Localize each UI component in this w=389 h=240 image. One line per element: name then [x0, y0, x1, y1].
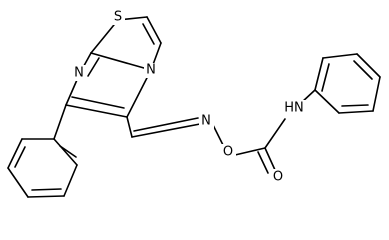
bond-c5-c4	[146, 16, 162, 44]
bond-lp-3	[27, 195, 65, 198]
bond-ccarb-ocarb	[264, 147, 276, 171]
bond-rp-5	[338, 110, 374, 114]
bond-rp-5-inner	[341, 104, 369, 107]
bond-oester-ccarb	[234, 147, 266, 156]
bond-s-c2	[90, 19, 119, 54]
atom-s: S	[114, 10, 122, 25]
bond-c2-nfused	[90, 52, 152, 71]
bond-rp-6	[314, 89, 340, 114]
atom-n-oxime: N	[201, 114, 211, 129]
bond-lp-2	[63, 164, 78, 197]
atom-nh: HN	[284, 101, 304, 116]
bond-rp-2	[322, 53, 358, 59]
bond-ch-noxime-double	[133, 117, 199, 132]
bond-lp-4	[7, 167, 29, 198]
imidazole-ring	[65, 52, 152, 118]
right-phenyl-ring	[314, 53, 381, 114]
bond-rp-4	[372, 76, 381, 112]
bond-c5-c4-double	[142, 23, 155, 45]
bond-ccarb-ocarb-double	[257, 151, 269, 174]
bond-c6-phenyl	[53, 104, 67, 140]
bond-ch-noxime	[131, 123, 201, 138]
bond-ccarb-nh	[264, 118, 286, 149]
bond-rp-1-inner	[321, 63, 330, 92]
atom-labels: S N N N O O HN	[72, 9, 306, 186]
bond-lp-1	[53, 138, 78, 166]
bond-lp-5	[7, 138, 23, 169]
bond-c6-c5b	[65, 104, 128, 118]
bond-c5b-ch	[126, 116, 133, 138]
bond-lp-3-inner	[31, 188, 62, 191]
bond-lp-5-inner	[14, 146, 26, 168]
bond-c6-c5b-double	[71, 96, 125, 109]
molecule-structure: S N N N O O HN	[7, 9, 381, 198]
atom-o-carbonyl: O	[273, 170, 283, 185]
bond-c2-nring-double	[87, 57, 100, 77]
atom-o-ester: O	[223, 145, 233, 160]
atom-n-ring: N	[74, 66, 84, 81]
atom-n-fused: N	[146, 63, 156, 78]
bond-rp-1	[314, 57, 324, 91]
oxime-chain	[126, 89, 316, 174]
bond-rp-3	[356, 53, 381, 78]
bond-rp-3-inner	[353, 60, 373, 80]
left-phenyl-ring	[7, 104, 78, 198]
bond-noxime-oester	[212, 124, 224, 146]
bond-lp-1-inner	[59, 145, 77, 158]
